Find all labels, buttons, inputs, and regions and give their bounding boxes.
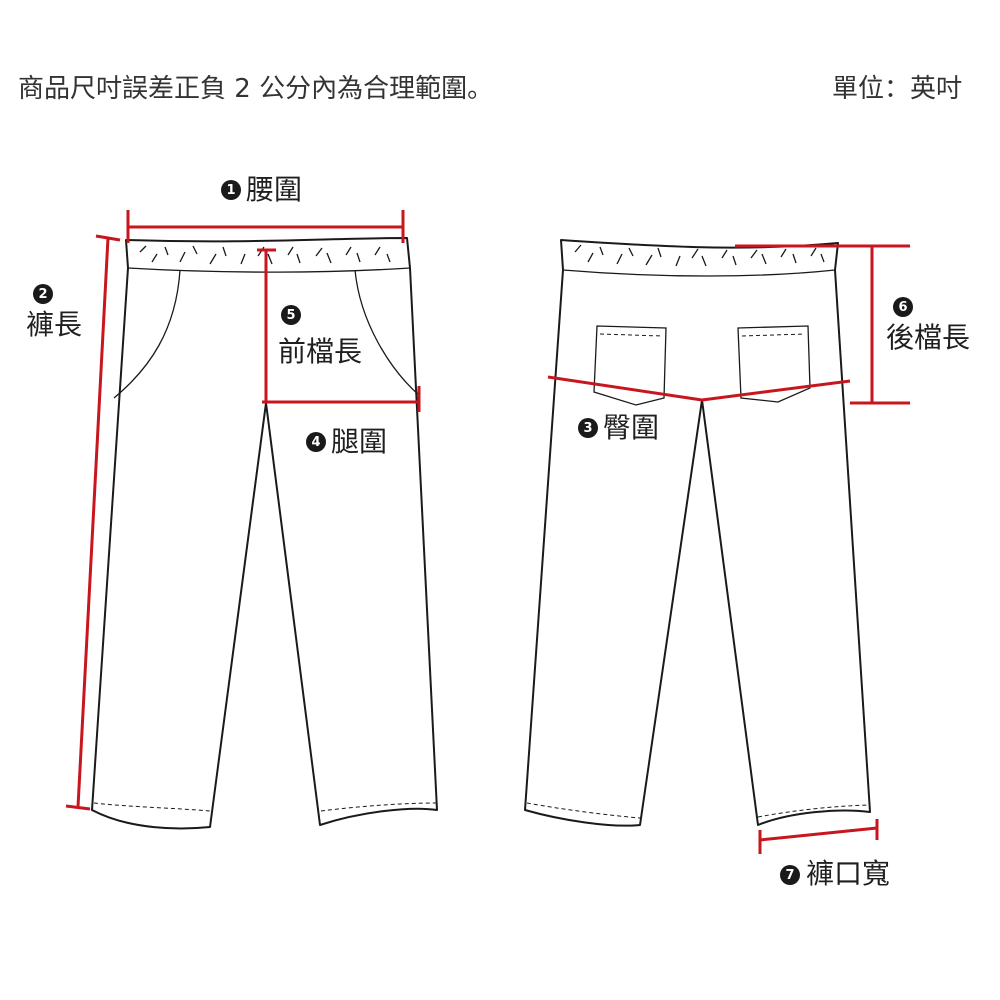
thigh-label: 腿圍 xyxy=(331,425,388,458)
back-rise-label: 後檔長 xyxy=(886,321,971,354)
hip-label: 臀圍 xyxy=(603,411,660,444)
leg-opening-label: 褲口寬 xyxy=(806,857,891,890)
back-pants xyxy=(524,239,871,827)
length-number-badge: 2 xyxy=(33,284,53,304)
waist-label: 腰圍 xyxy=(246,173,303,206)
tolerance-note: 商品尺吋誤差正負 2 公分內為合理範圍。 xyxy=(18,74,494,104)
length-label: 褲長 xyxy=(26,308,83,341)
front-rise-number-badge: 5 xyxy=(281,305,301,325)
back-measure-lines xyxy=(547,244,910,854)
back-waistband-gathers xyxy=(574,244,825,267)
hip-number-badge: 3 xyxy=(578,418,598,438)
front-pants-outline xyxy=(91,237,438,830)
front-pants xyxy=(91,237,438,830)
front-rise-label: 前檔長 xyxy=(278,335,363,368)
back-right-pocket xyxy=(737,325,811,403)
front-waistband-gathers xyxy=(139,245,391,265)
back-rise-number-badge: 6 xyxy=(893,297,913,317)
front-right-pocket xyxy=(354,269,421,397)
back-left-pocket xyxy=(593,325,667,406)
front-measure-lines xyxy=(65,210,421,811)
front-left-pocket xyxy=(113,269,181,399)
unit-label: 單位：英吋 xyxy=(832,74,963,104)
leg-opening-number-badge: 7 xyxy=(780,865,800,885)
thigh-number-badge: 4 xyxy=(306,432,326,452)
back-pants-outline xyxy=(524,239,871,827)
waist-number-badge: 1 xyxy=(221,180,241,200)
